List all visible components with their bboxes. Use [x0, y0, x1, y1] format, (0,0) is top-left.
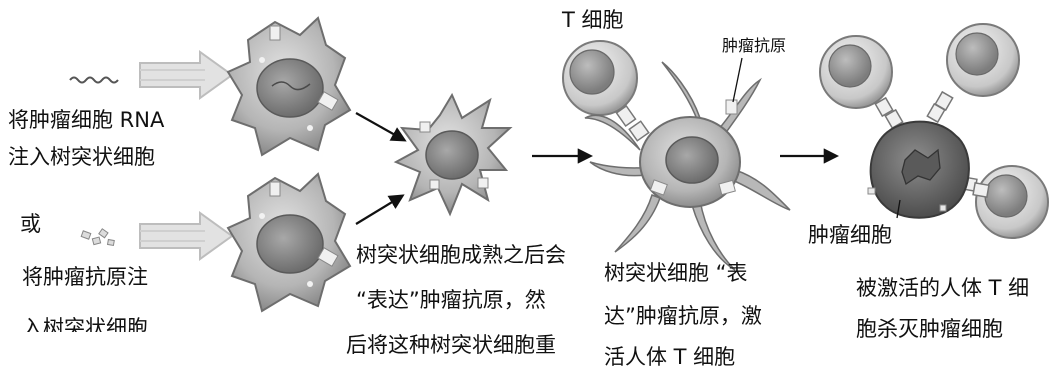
- hollow-arrow-bottom: [140, 213, 232, 259]
- label-antigen-line2: 入树突状细胞: [22, 314, 148, 332]
- label-antigen-line1: 将肿瘤抗原注: [22, 260, 148, 294]
- t-cell-killer-right: [976, 166, 1048, 238]
- t-cell-killer-left: [820, 36, 892, 108]
- rna-strand: [70, 78, 118, 83]
- tumor-cell: [868, 122, 969, 218]
- dendritic-cell-top: [228, 18, 350, 155]
- label-mature-line2: “表达”肿瘤抗原，然: [356, 283, 546, 317]
- label-express-line3: 活人体 T 细胞: [604, 340, 735, 374]
- label-rna-line2: 注入树突状细胞: [8, 140, 155, 174]
- label-mature-line1: 树突状细胞成熟之后会: [356, 238, 566, 272]
- label-rna-line1: 将肿瘤细胞 RNA: [8, 103, 164, 137]
- label-express-line2: 达”肿瘤抗原，激: [604, 299, 762, 333]
- hollow-arrow-top: [140, 52, 232, 98]
- receptor-complex: [616, 106, 648, 141]
- label-kill-line2: 胞杀灭肿瘤细胞: [856, 312, 1003, 346]
- label-tumor-cell: 肿瘤细胞: [808, 218, 892, 252]
- label-kill-line1: 被激活的人体 T 细: [856, 271, 1029, 305]
- arrow-bottom-to-mature: [356, 196, 402, 224]
- label-tcell: T 细胞: [562, 3, 624, 37]
- label-mature-line3: 后将这种树突状细胞重: [346, 328, 556, 362]
- arrow-top-to-mature: [356, 113, 404, 140]
- mature-dendritic-cell: [396, 95, 510, 214]
- antigen-fragments: [81, 229, 114, 246]
- label-tumor-antigen: 肿瘤抗原: [722, 36, 786, 56]
- label-express-line1: 树突状细胞 “表: [604, 256, 748, 290]
- dendritic-cell-bottom: [228, 174, 350, 311]
- label-or: 或: [20, 207, 41, 241]
- t-cell-killer-top: [947, 24, 1019, 96]
- t-cell-activation: [563, 41, 637, 115]
- tumor-antigen-pointer: [733, 58, 742, 102]
